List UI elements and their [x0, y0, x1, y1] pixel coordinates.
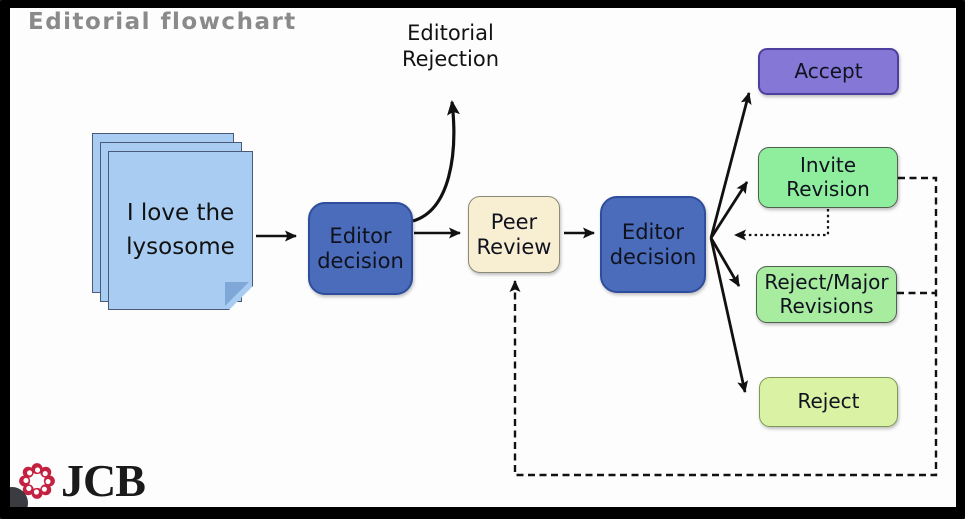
- flowchart-arrows: [256, 92, 938, 477]
- corner-overlay-dot: [10, 487, 28, 507]
- edge-invite-revision-to-editor2-dotted: [734, 209, 830, 241]
- node-editor-decision-2: Editor decision: [600, 196, 706, 293]
- slide-canvas: Editorial flowchart: [10, 8, 956, 507]
- page-title: Editorial flowchart: [28, 9, 297, 35]
- manuscript-label: I love the lysosome: [126, 200, 235, 260]
- node-reject-major-revisions: Reject/Major Revisions: [756, 266, 897, 323]
- node-accept: Accept: [758, 48, 899, 95]
- edge-editor2-to-accept: [709, 92, 752, 239]
- node-peer-review: Peer Review: [468, 196, 560, 273]
- edge-editor2-to-reject-major: [709, 237, 741, 287]
- node-editor-decision-1: Editor decision: [308, 202, 413, 295]
- edge-editor1-to-editorial-rejection: [412, 100, 460, 223]
- edge-editor2-to-reject: [709, 237, 748, 393]
- jcb-logo-text: JCB: [61, 455, 146, 506]
- jcb-logo: JCB: [15, 455, 146, 506]
- jcb-rosette-icon: [19, 463, 55, 499]
- node-invite-revision: Invite Revision: [758, 147, 898, 208]
- node-reject: Reject: [759, 377, 898, 427]
- edge-editor2-to-invite-revision: [709, 181, 749, 239]
- edge-revisions-to-peer-review-dashed: [509, 176, 938, 477]
- editorial-rejection-label: Editorial Rejection: [401, 21, 500, 71]
